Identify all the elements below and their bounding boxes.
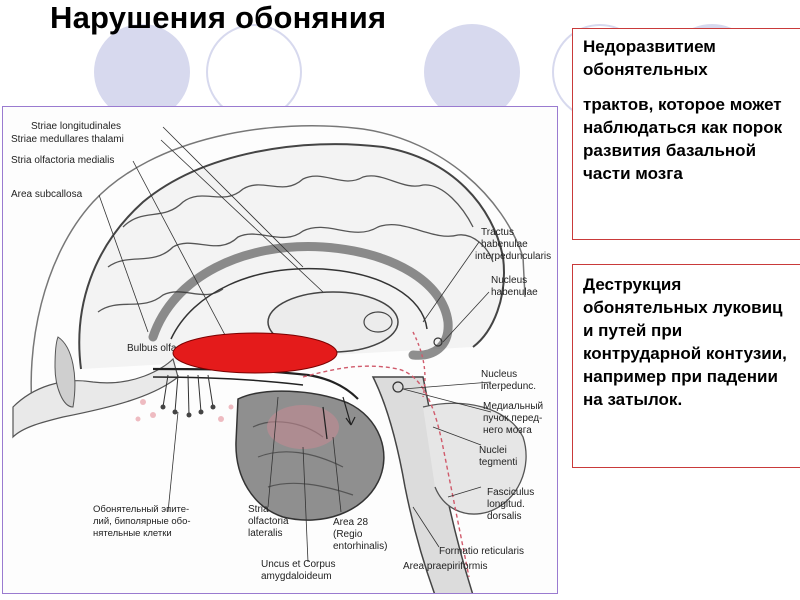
label-area-subcallosa: Area subcallosa xyxy=(11,189,83,200)
label-medial-bundle-2: пучок перед- xyxy=(483,413,542,424)
label-stria: Stria xyxy=(248,504,269,515)
gyri xyxy=(122,175,474,228)
label-striae-longitudinales: Striae longitudinales xyxy=(31,121,121,132)
label-nucleus-habenulae: habenulae xyxy=(491,287,538,298)
label-epithelium-1: Обонятельный эпите- xyxy=(93,504,189,515)
note-underdevelopment: Недоразвитием обонятельных трактов, кото… xyxy=(572,28,800,240)
label-stria-olfactoria-medialis: Stria olfactoria medialis xyxy=(11,155,114,166)
olfactory-tract xyxy=(152,367,359,400)
note-destruction: Деструкция обонятельных луковиц и путей … xyxy=(572,264,800,468)
skull-outline xyxy=(30,124,526,418)
decor-circle xyxy=(94,24,190,120)
slide-title: Нарушения обоняния xyxy=(50,0,387,35)
label-formatio-reticularis: Formatio reticularis xyxy=(439,546,524,557)
label-regio: (Regio xyxy=(333,529,363,540)
sinus xyxy=(54,336,76,408)
label-interpedunc: interpedunc. xyxy=(481,381,536,392)
label-fasciculus: Fasciculus xyxy=(487,487,534,498)
label-olfactoria: olfactoria xyxy=(248,516,289,527)
label-nuclei: Nuclei xyxy=(479,445,507,456)
label-longitud: longitud. xyxy=(487,499,525,510)
amygdala xyxy=(267,405,339,449)
corpus-callosum-inner xyxy=(170,267,428,340)
decor-circle xyxy=(424,24,520,120)
label-area-28: Area 28 xyxy=(333,517,368,528)
note-1-line-a: Недоразвитием обонятельных xyxy=(583,37,716,79)
label-habenulae: habenulae xyxy=(481,239,528,250)
olfactory-tract-lower xyxy=(152,376,304,386)
note-2-text: Деструкция обонятельных луковиц и путей … xyxy=(583,275,787,409)
olfactory-highlight xyxy=(172,332,338,374)
gyri xyxy=(107,224,494,268)
olfactory-fibers xyxy=(162,374,214,416)
label-amygdaloideum: amygdaloideum xyxy=(261,571,332,582)
label-medial-bundle-3: него мозга xyxy=(483,425,532,436)
label-medial-bundle-1: Медиальный xyxy=(483,401,543,412)
label-uncus: Uncus et Corpus xyxy=(261,559,335,570)
nucleus-interpeduncularis xyxy=(392,381,404,393)
gyri xyxy=(97,288,224,313)
leader-lines xyxy=(98,126,492,563)
label-lateralis: lateralis xyxy=(248,528,282,539)
nucleus-habenulae xyxy=(433,337,443,347)
label-striae-medullares: Striae medullares thalami xyxy=(11,134,124,145)
label-nucleus: Nucleus xyxy=(491,275,527,286)
note-1-line-b: трактов, которое может наблюдаться как п… xyxy=(583,95,783,183)
label-tractus: Tractus xyxy=(481,227,514,238)
label-dorsalis: dorsalis xyxy=(487,511,521,522)
label-bulbus-olfactorius: Bulbus olfactorius xyxy=(127,343,206,354)
habenular-tract xyxy=(412,331,426,398)
pathway-arrow xyxy=(322,406,328,440)
nasal-cavity xyxy=(12,357,179,439)
label-nucleus-2: Nucleus xyxy=(481,369,517,380)
label-area-praepiriformis: Area praepiriformis xyxy=(403,561,487,572)
label-interpeduncularis: interpeduncularis xyxy=(475,251,551,262)
label-tegmenti: tegmenti xyxy=(479,457,517,468)
brain-diagram: Striae longitudinales Striae medullares … xyxy=(2,106,558,594)
label-epithelium-3: нятельные клетки xyxy=(93,528,172,539)
forebrain-bundle xyxy=(302,365,470,578)
pathway-arrow xyxy=(342,396,356,426)
thalamus-inner xyxy=(363,311,393,333)
receptor-cells xyxy=(160,404,216,418)
label-entorhinalis: entorhinalis) xyxy=(333,541,387,552)
cerebellum xyxy=(422,402,527,515)
corpus-callosum xyxy=(148,242,453,360)
mucosa-dots xyxy=(135,399,234,422)
brain-diagram-drawing: Striae longitudinales Striae medullares … xyxy=(11,121,551,593)
label-epithelium-2: лий, биполярные обо- xyxy=(93,516,191,527)
